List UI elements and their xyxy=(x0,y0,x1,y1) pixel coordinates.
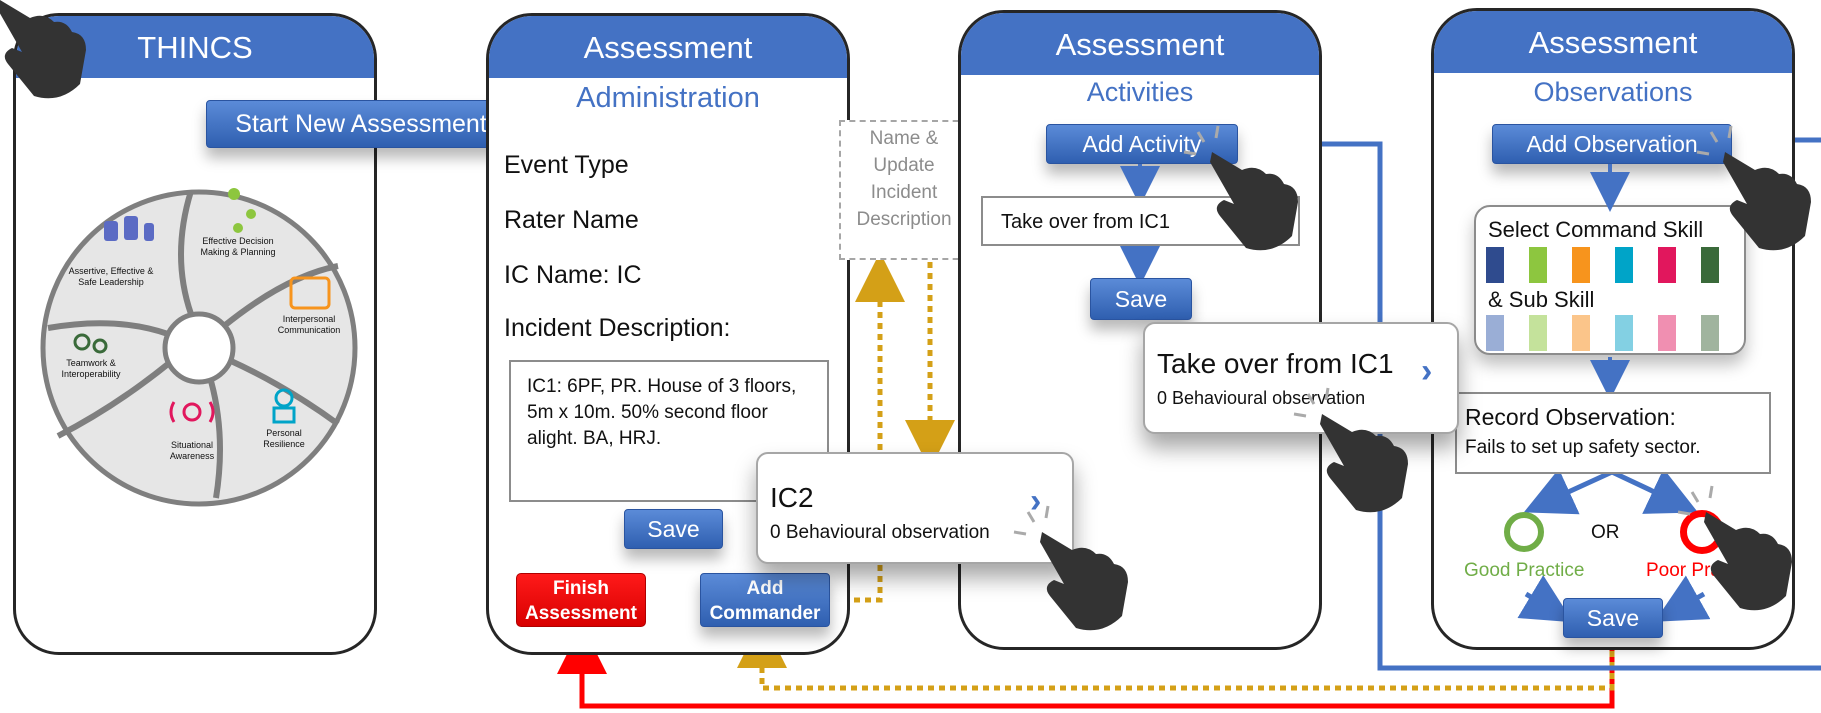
teamwork-icon xyxy=(73,333,108,354)
awareness-icon xyxy=(169,401,215,423)
observations-subtitle: Observations xyxy=(1533,77,1693,107)
command-skill-swatch-6[interactable] xyxy=(1701,247,1719,283)
leadership-icon xyxy=(104,216,154,241)
wheel-label-resilience: Personal xyxy=(266,428,302,438)
communication-icon xyxy=(289,276,331,310)
sub-skill-swatch-5[interactable] xyxy=(1658,315,1676,351)
incident-description-text: IC1: 6PF, PR. House of 3 floors, 5m x 10… xyxy=(527,376,797,449)
admin-subtitle: Administration xyxy=(576,82,760,114)
add-commander-dotted-arrow xyxy=(737,618,1615,691)
finish-assessment-button[interactable]: Finish Assessment xyxy=(516,573,646,627)
sub-skill-swatch-3[interactable] xyxy=(1572,315,1590,351)
tap-hand-add-observation xyxy=(1695,124,1813,252)
skill-selector: Select Command Skill & Sub Skill xyxy=(1474,205,1746,355)
sub-skill-label: & Sub Skill xyxy=(1488,287,1595,312)
chevron-right-icon: › xyxy=(1030,482,1042,520)
tap-hand-poor-practice xyxy=(1676,484,1794,612)
select-command-skill-label: Select Command Skill xyxy=(1488,217,1704,242)
rater-name-field[interactable]: Rater Name xyxy=(504,206,639,234)
svg-text:Making & Planning: Making & Planning xyxy=(200,247,275,257)
sub-skill-swatch-6[interactable] xyxy=(1701,315,1719,351)
commander-list-item[interactable]: IC2 0 Behavioural observation › xyxy=(756,452,1074,564)
command-skill-swatch-2[interactable] xyxy=(1529,247,1547,283)
command-skill-swatch-3[interactable] xyxy=(1572,247,1590,283)
event-type-field[interactable]: Event Type xyxy=(504,151,629,179)
command-skill-swatch-1[interactable] xyxy=(1486,247,1504,283)
activities-save-button[interactable]: Save xyxy=(1090,278,1192,320)
svg-text:Awareness: Awareness xyxy=(170,451,215,461)
tap-hand-activity-card xyxy=(1292,386,1410,514)
good-practice-label[interactable]: Good Practice xyxy=(1464,560,1585,581)
wheel-label-awareness: Situational xyxy=(171,440,213,450)
sub-skill-swatch-2[interactable] xyxy=(1529,315,1547,351)
activities-subtitle: Activities xyxy=(1086,77,1194,107)
observations-save-button[interactable]: Save xyxy=(1563,598,1663,638)
wheel-label-communication: Interpersonal xyxy=(283,314,336,324)
wheel-label-decision: Effective Decision xyxy=(202,236,273,246)
svg-text:Communication: Communication xyxy=(278,325,341,335)
command-skill-swatches xyxy=(1486,247,1736,283)
decision-icon xyxy=(228,188,256,233)
tap-hand-commander-card xyxy=(1012,504,1130,632)
command-skill-swatch-4[interactable] xyxy=(1615,247,1633,283)
admin-title: Assessment xyxy=(489,16,847,78)
ic-name-field[interactable]: IC Name: IC xyxy=(504,261,642,289)
activity-loop-arrow xyxy=(1377,480,1821,671)
svg-text:Safe Leadership: Safe Leadership xyxy=(78,277,144,287)
record-observation-panel[interactable]: Record Observation: Fails to set up safe… xyxy=(1455,392,1771,474)
name-update-note: Name & Update Incident Description xyxy=(839,120,969,260)
svg-text:Interoperability: Interoperability xyxy=(61,369,121,379)
add-commander-button[interactable]: Add Commander xyxy=(700,573,830,627)
good-practice-radio[interactable] xyxy=(1504,512,1544,552)
command-skill-swatch-5[interactable] xyxy=(1658,247,1676,283)
skills-wheel: Assertive, Effective & Safe Leadership E… xyxy=(40,188,358,507)
observations-title: Assessment xyxy=(1434,11,1792,73)
resilience-icon xyxy=(272,388,296,424)
start-new-assessment-button[interactable]: Start New Assessment? xyxy=(206,100,530,148)
wheel-label-leadership: Assertive, Effective & xyxy=(69,266,154,276)
activity-card-name: Take over from IC1 xyxy=(1157,348,1394,379)
sub-skill-swatches xyxy=(1486,315,1736,351)
activities-title: Assessment xyxy=(961,13,1319,75)
chevron-right-icon: › xyxy=(1421,352,1433,390)
svg-text:Resilience: Resilience xyxy=(263,439,305,449)
wheel-label-teamwork: Teamwork & xyxy=(66,358,116,368)
or-label: OR xyxy=(1591,522,1620,543)
tap-hand-icon xyxy=(0,0,86,99)
record-observation-label: Record Observation: xyxy=(1465,404,1676,430)
add-observation-button[interactable]: Add Observation xyxy=(1492,124,1732,164)
sub-skill-swatch-4[interactable] xyxy=(1615,315,1633,351)
incident-description-label: Incident Description: xyxy=(504,314,731,342)
commander-name: IC2 xyxy=(770,482,814,513)
sub-skill-swatch-1[interactable] xyxy=(1486,315,1504,351)
activity-name-value: Take over from IC1 xyxy=(1001,211,1170,233)
admin-save-button[interactable]: Save xyxy=(624,509,723,549)
add-activity-button[interactable]: Add Activity xyxy=(1046,124,1238,164)
tap-hand-add-activity xyxy=(1182,124,1300,252)
commander-observation-count: 0 Behavioural observation xyxy=(770,522,990,543)
record-observation-text: Fails to set up safety sector. xyxy=(1465,437,1701,458)
